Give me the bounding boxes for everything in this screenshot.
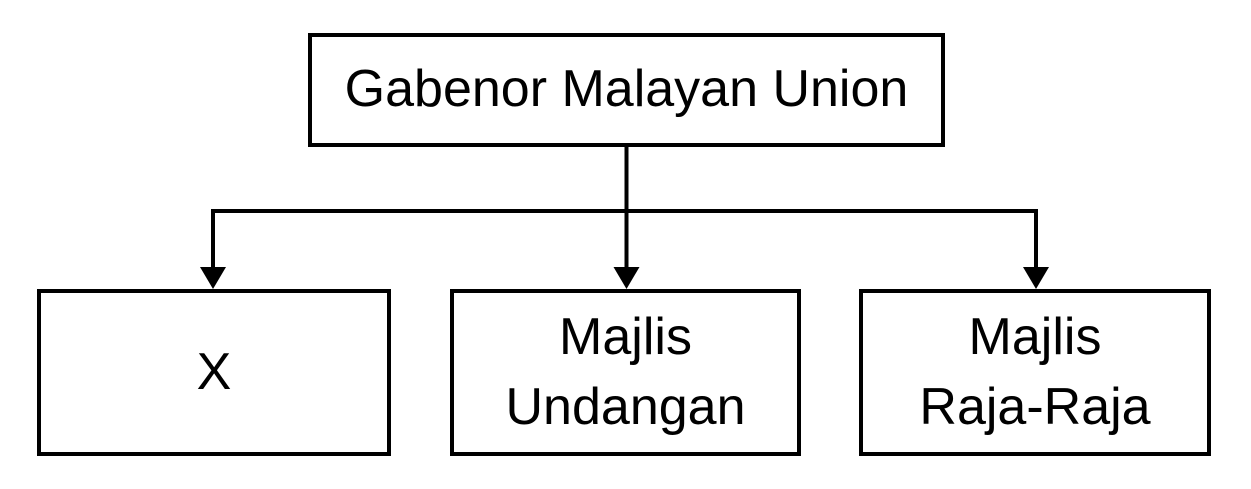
node-gabenor-malayan-union: Gabenor Malayan Union (308, 33, 945, 147)
node-majlis-raja-raja: Majlis Raja-Raja (859, 289, 1211, 456)
node-x-placeholder-label: X (196, 342, 232, 401)
arrowhead-middle-icon (613, 267, 640, 289)
node-majlis-undangan: Majlis Undangan (450, 289, 801, 456)
arrowhead-left-icon (200, 267, 226, 289)
node-gabenor-malayan-union-label: Gabenor Malayan Union (344, 60, 909, 119)
arrowhead-right-icon (1023, 267, 1049, 289)
node-majlis-raja-raja-label: Majlis Raja-Raja (919, 308, 1151, 436)
node-x-placeholder: X (37, 289, 391, 456)
node-majlis-undangan-label: Majlis Undangan (505, 308, 746, 436)
